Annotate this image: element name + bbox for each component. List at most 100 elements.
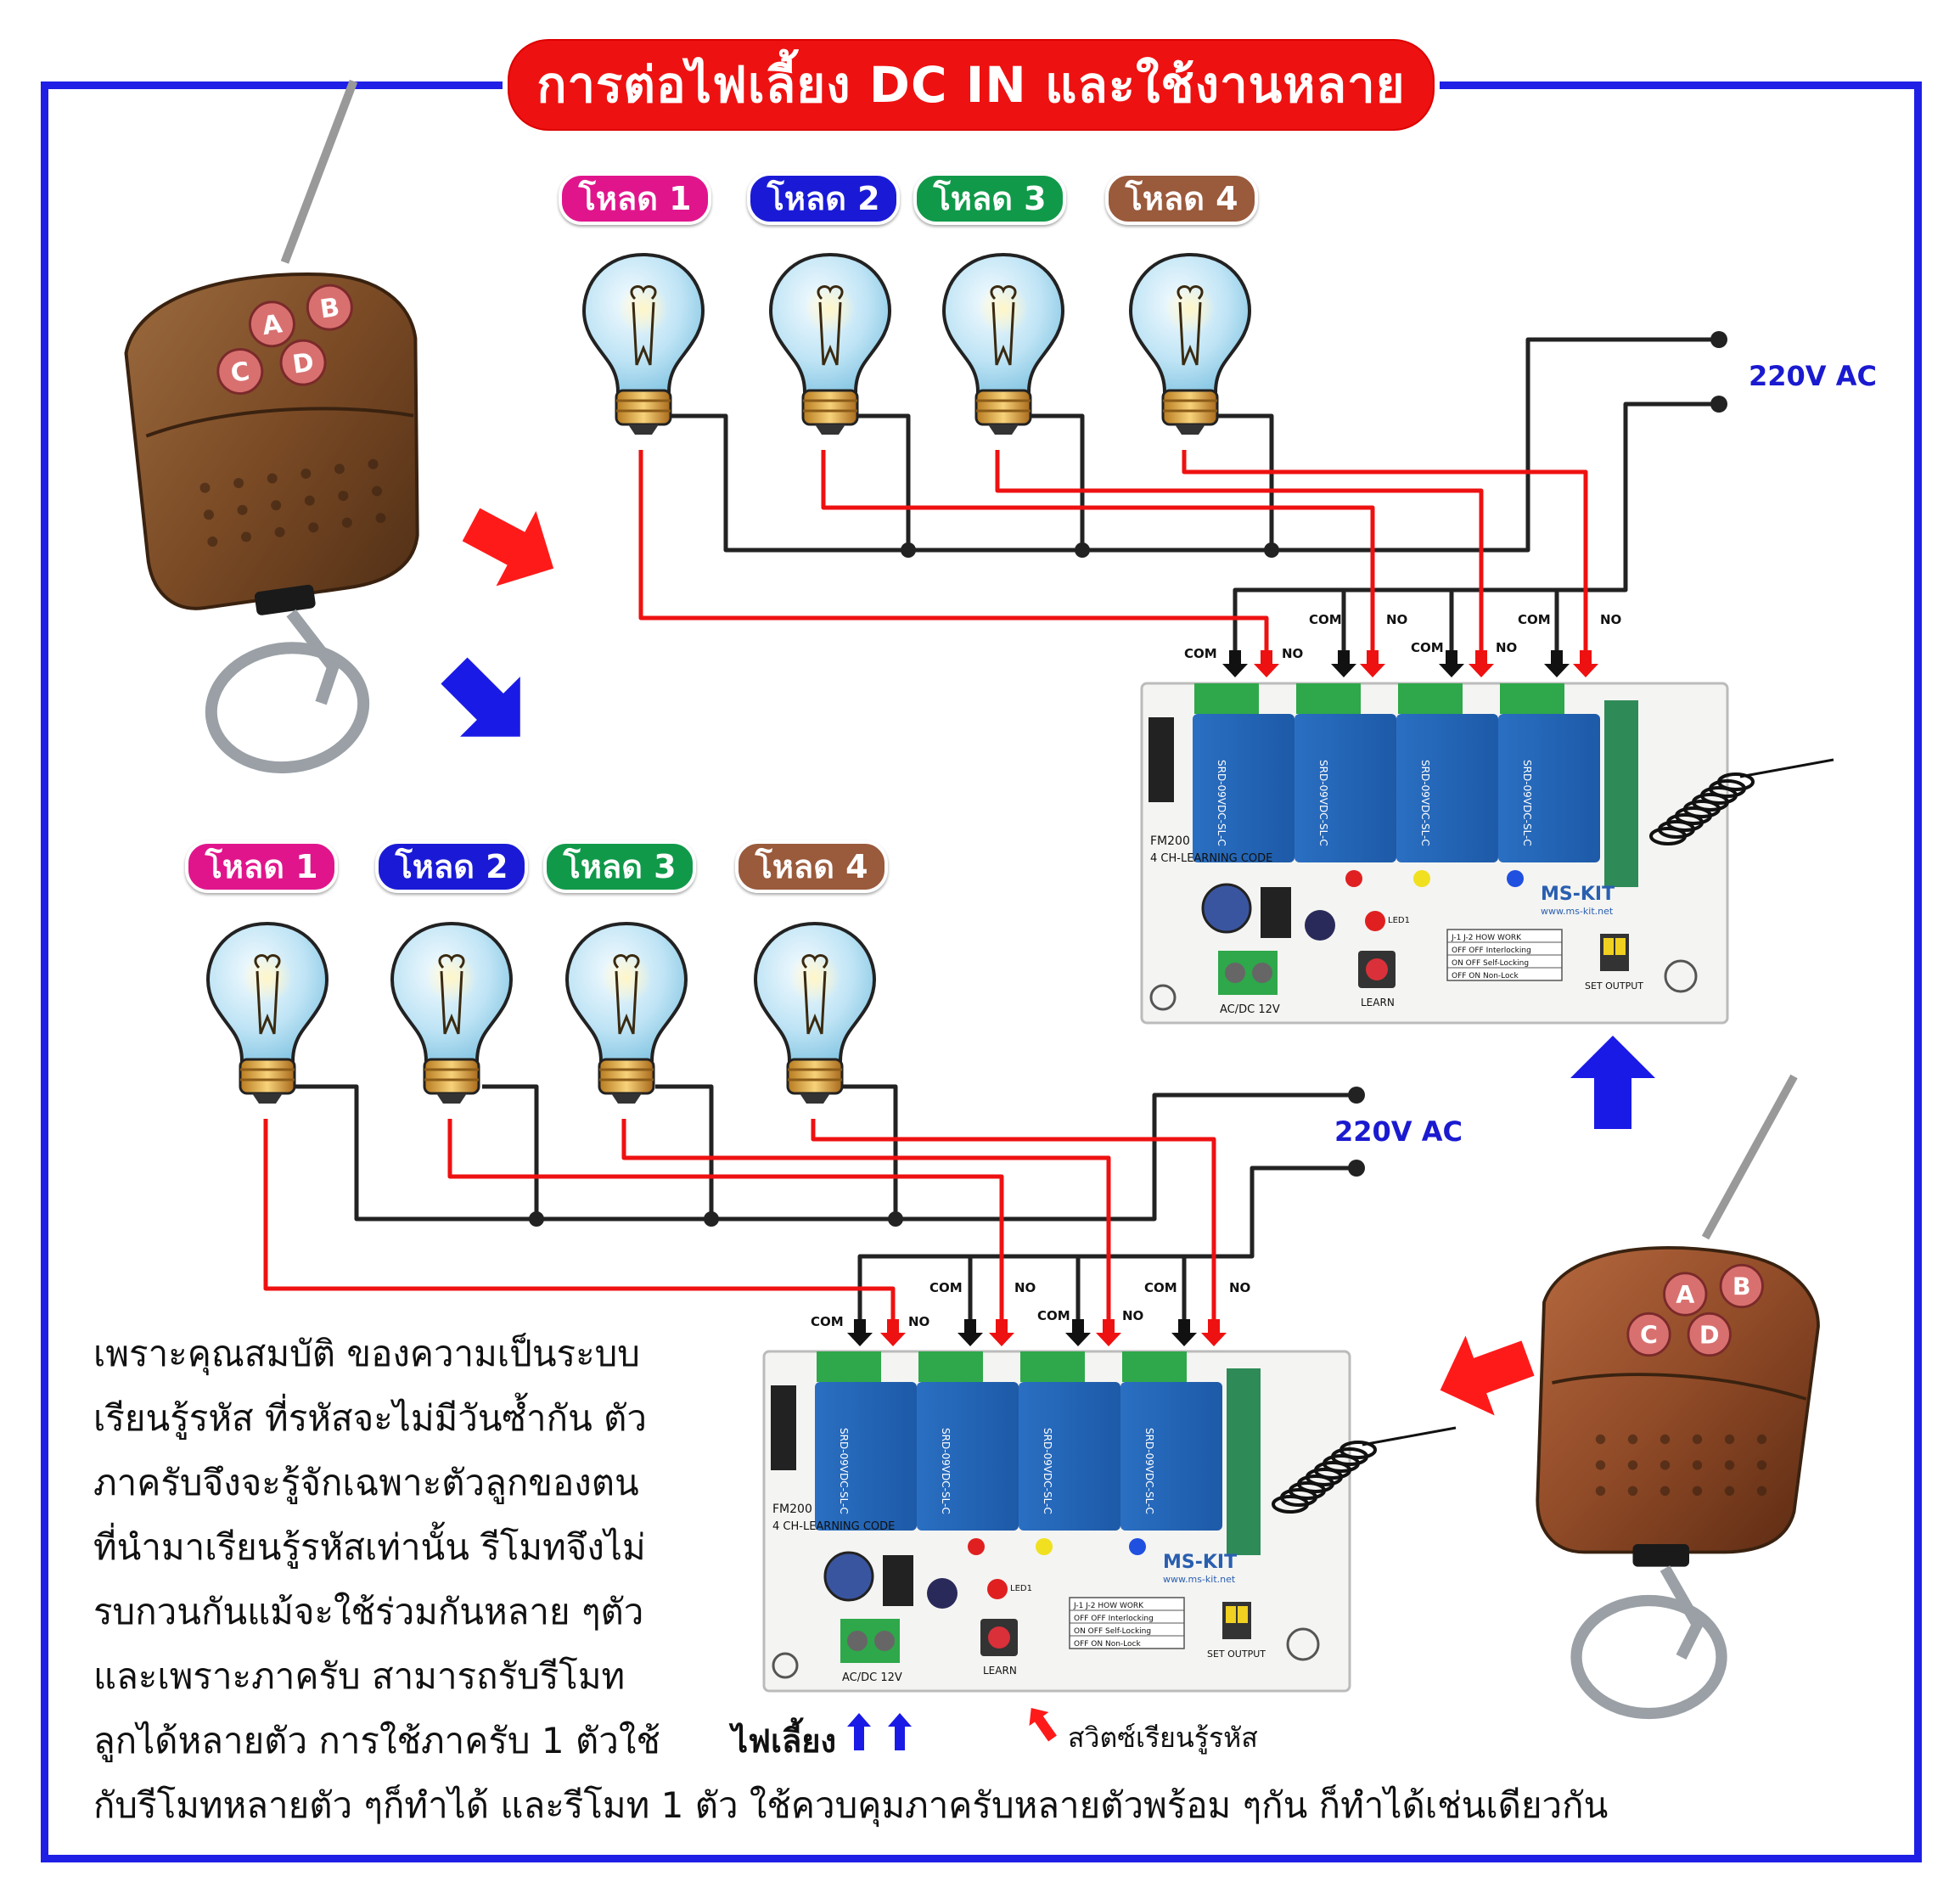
top-terminal-label: COM bbox=[1518, 612, 1551, 627]
bottom-right-keyring bbox=[1570, 1594, 1727, 1720]
top-bulb-2 bbox=[769, 253, 891, 436]
bottom-load-2-wire bbox=[447, 1119, 1004, 1340]
top-relay-text: SRD-09VDC-SL-C bbox=[1216, 760, 1227, 846]
bottom-jumper-header: J-1 J-2 HOW WORK bbox=[1073, 1602, 1144, 1610]
bottom-relay-text: SRD-09VDC-SL-C bbox=[838, 1428, 850, 1514]
bottom-antenna-wire bbox=[1362, 1426, 1457, 1446]
paragraph-line: ลูกได้หลายตัว การใช้ภาครับ 1 ตัวใช้ bbox=[93, 1720, 660, 1761]
top-terminal-label: COM bbox=[1309, 612, 1342, 627]
bottom-load-4-tag: โหลด 4 bbox=[735, 840, 888, 893]
top-relay-text: SRD-09VDC-SL-C bbox=[1317, 760, 1329, 846]
top-left-remote-button-label: D bbox=[291, 348, 317, 380]
bottom-terminal-label: NO bbox=[1229, 1280, 1250, 1295]
bottom-right-remote-button-label: C bbox=[1640, 1321, 1658, 1349]
bottom-board-subtitle: 4 CH-LEARNING CODE bbox=[772, 1520, 895, 1533]
top-left-remote-antenna bbox=[280, 79, 358, 264]
top-neutral-branch bbox=[857, 413, 911, 550]
paragraph-line: เพราะคุณสมบัติ ของความเป็นระบบ bbox=[93, 1333, 640, 1374]
top-load-2-tag: โหลด 2 bbox=[747, 172, 900, 225]
top-left-remote-loop bbox=[254, 584, 316, 615]
bottom-antenna-coil bbox=[1339, 1441, 1377, 1459]
top-terminal-label: COM bbox=[1184, 646, 1217, 661]
no-terminal-arrow bbox=[1360, 650, 1385, 677]
bottom-right-remote-button-label: D bbox=[1699, 1321, 1720, 1349]
bottom-right-remote-body bbox=[1536, 1245, 1820, 1554]
bottom-jumper-row: OFF OFF Interlocking bbox=[1074, 1615, 1154, 1623]
top-left-remote-grip-dot bbox=[241, 531, 252, 542]
bottom-load-1-tag: โหลด 1 bbox=[185, 840, 338, 893]
com-terminal-arrow bbox=[1222, 650, 1248, 677]
top-left-remote-grip-dot bbox=[334, 463, 345, 475]
bottom-right-remote-grip-dot bbox=[1692, 1460, 1703, 1470]
top-left-remote-grip-dot bbox=[274, 526, 285, 537]
bottom-neutral-branch bbox=[482, 1084, 539, 1219]
bottom-load-3-tag: โหลด 3 bbox=[543, 840, 696, 893]
junction-dot bbox=[529, 1211, 544, 1227]
top-antenna-coil bbox=[1717, 772, 1755, 791]
bottom-relay-text: SRD-09VDC-SL-C bbox=[1042, 1428, 1053, 1514]
no-terminal-arrow bbox=[880, 1319, 906, 1346]
bottom-terminal-label: NO bbox=[908, 1314, 929, 1329]
top-supply-terminal bbox=[1710, 396, 1727, 413]
red-arrow-to-top-loads bbox=[462, 508, 554, 587]
learn-switch-label: สวิตซ์เรียนรู้รหัส bbox=[1068, 1722, 1258, 1754]
paragraph-line: กับรีโมทหลายตัว ๆก็ทำได้ และรีโมท 1 ตัว … bbox=[93, 1784, 1609, 1826]
top-left-remote-seam bbox=[145, 407, 414, 438]
paragraph-line: รบกวนกันแม้จะใช้ร่วมกันหลาย ๆตัว bbox=[93, 1591, 644, 1632]
bottom-right-remote-grip-dot bbox=[1756, 1460, 1767, 1470]
top-load-3-wire bbox=[995, 450, 1484, 671]
top-left-remote-grip-dot bbox=[203, 509, 214, 520]
top-learn-label: LEARN bbox=[1361, 997, 1395, 1008]
bottom-bulb-4 bbox=[754, 922, 876, 1105]
bottom-right-remote-antenna bbox=[1701, 1074, 1798, 1240]
top-left-keyring bbox=[205, 642, 370, 774]
top-jumper-row: OFF ON Non-Lock bbox=[1452, 972, 1519, 980]
bottom-relay-text: SRD-09VDC-SL-C bbox=[1143, 1428, 1155, 1514]
power-supply-label: ไฟเลี้ยง bbox=[732, 1722, 837, 1760]
top-left-remote-grip-dot bbox=[237, 504, 248, 515]
top-antenna-wire bbox=[1739, 758, 1834, 778]
top-supply-terminal bbox=[1710, 331, 1727, 348]
bottom-right-remote-grip-dot bbox=[1595, 1486, 1606, 1496]
bottom-live-wire bbox=[857, 1166, 1356, 1333]
bottom-right-remote-grip-dot bbox=[1627, 1486, 1638, 1496]
top-terminal-label: NO bbox=[1496, 640, 1517, 655]
top-left-remote-button-C bbox=[216, 348, 264, 396]
bottom-right-remote-grip-dot bbox=[1627, 1434, 1638, 1445]
top-relay-text: SRD-09VDC-SL-C bbox=[1419, 760, 1431, 846]
top-board-brand: MS-KIT bbox=[1541, 884, 1615, 905]
top-board-subtitle: 4 CH-LEARNING CODE bbox=[1150, 852, 1272, 865]
bottom-right-remote-grip-dot bbox=[1627, 1460, 1638, 1470]
bottom-load-3-wire bbox=[621, 1119, 1111, 1340]
paragraph-line: ที่นำมาเรียนรู้รหัสเท่านั้น รีโมทจึงไม่ bbox=[93, 1526, 646, 1568]
no-terminal-arrow bbox=[1096, 1319, 1121, 1346]
bottom-right-remote-grip-dot bbox=[1692, 1486, 1703, 1496]
bottom-right-remote-seam bbox=[1552, 1373, 1807, 1401]
bottom-terminal-label: COM bbox=[929, 1280, 963, 1295]
top-left-remote-button-A bbox=[248, 301, 295, 348]
top-load-1-wire bbox=[638, 450, 1269, 671]
top-bulb-3 bbox=[942, 253, 1064, 436]
com-terminal-arrow bbox=[958, 1319, 983, 1346]
bottom-supply-terminal bbox=[1348, 1087, 1365, 1104]
bottom-relay-text: SRD-09VDC-SL-C bbox=[940, 1428, 952, 1514]
top-load-4-wire bbox=[1182, 450, 1588, 671]
top-left-remote-grip-dot bbox=[267, 473, 278, 484]
top-left-remote-grip-dot bbox=[338, 491, 349, 502]
bottom-terminal-label: NO bbox=[1122, 1308, 1143, 1323]
top-power-label: AC/DC 12V bbox=[1220, 1003, 1280, 1016]
top-set-output-label: SET OUTPUT bbox=[1585, 980, 1643, 991]
top-com-bus bbox=[1452, 587, 1559, 662]
top-board-model: FM200 bbox=[1150, 834, 1190, 848]
com-terminal-arrow bbox=[1065, 1319, 1091, 1346]
power-input-arrow bbox=[888, 1713, 912, 1750]
bottom-right-key-clip bbox=[1660, 1565, 1704, 1660]
bottom-right-remote-loop bbox=[1632, 1544, 1689, 1567]
bottom-com-bus bbox=[1078, 1254, 1187, 1333]
top-left-remote-button-D bbox=[279, 339, 327, 386]
bottom-board-model: FM200 bbox=[772, 1503, 812, 1516]
top-left-remote-button-B bbox=[306, 284, 353, 331]
top-relay-text: SRD-09VDC-SL-C bbox=[1521, 760, 1533, 846]
bottom-right-remote-grip-dot bbox=[1756, 1486, 1767, 1496]
